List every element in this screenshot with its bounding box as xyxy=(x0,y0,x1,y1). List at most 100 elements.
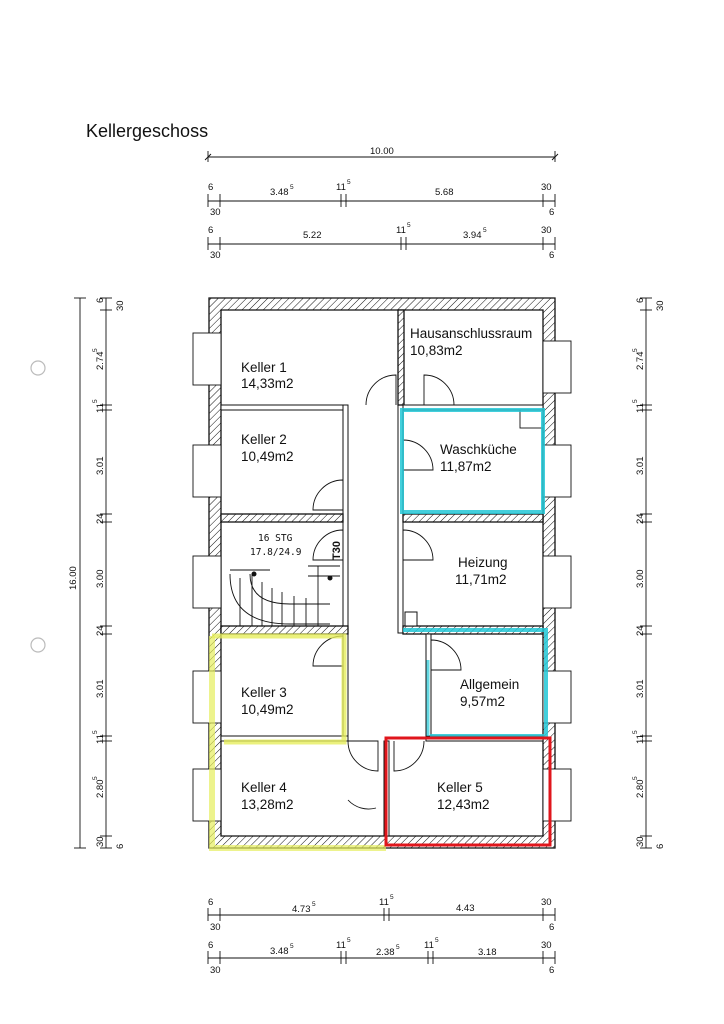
page-title: Kellergeschoss xyxy=(86,121,208,141)
svg-text:6: 6 xyxy=(208,225,213,236)
svg-text:6: 6 xyxy=(549,965,554,976)
windows xyxy=(192,332,572,822)
room-waschkueche-name: Waschküche xyxy=(440,442,517,457)
svg-text:5: 5 xyxy=(396,944,400,951)
svg-text:3.01: 3.01 xyxy=(635,680,646,699)
svg-text:30: 30 xyxy=(541,897,552,908)
svg-text:3.01: 3.01 xyxy=(95,680,106,699)
svg-text:3.48: 3.48 xyxy=(270,946,289,957)
room-keller3-area: 10,49m2 xyxy=(241,702,294,717)
svg-text:30: 30 xyxy=(210,965,221,976)
svg-text:5: 5 xyxy=(483,227,487,234)
stair-ratio-label: 17.8/24.9 xyxy=(250,547,302,558)
dim-total-depth: 16.00 xyxy=(68,566,79,590)
room-waschkueche-area: 11,87m2 xyxy=(440,459,492,474)
svg-text:3.01: 3.01 xyxy=(635,457,646,476)
svg-text:30: 30 xyxy=(210,207,221,218)
svg-text:11: 11 xyxy=(396,225,406,236)
room-allgemein-area: 9,57m2 xyxy=(460,694,505,709)
svg-text:3.48: 3.48 xyxy=(270,187,289,198)
highlight-marks xyxy=(209,408,552,851)
room-keller1-area: 14,33m2 xyxy=(241,376,294,391)
svg-text:5: 5 xyxy=(347,937,351,944)
svg-text:5: 5 xyxy=(290,943,294,950)
svg-text:2.38: 2.38 xyxy=(376,947,395,958)
svg-text:6: 6 xyxy=(655,844,666,849)
room-hausanschluss-name: Hausanschlussraum xyxy=(410,326,532,341)
svg-text:24: 24 xyxy=(635,625,646,636)
svg-text:4.73: 4.73 xyxy=(292,904,311,915)
highlight-keller5 xyxy=(384,736,552,847)
room-keller2-name: Keller 2 xyxy=(241,432,287,447)
svg-text:24: 24 xyxy=(635,513,646,524)
room-allgemein-name: Allgemein xyxy=(460,677,519,692)
room-heizung-area: 11,71m2 xyxy=(455,572,507,587)
room-keller1-name: Keller 1 xyxy=(241,360,287,375)
room-keller3-name: Keller 3 xyxy=(241,685,287,700)
right-dimension-chain: 6 30 2.74 5 11 5 3.01 24 3.00 24 3.01 11… xyxy=(632,297,666,849)
svg-text:5: 5 xyxy=(435,937,439,944)
svg-text:6: 6 xyxy=(115,844,126,849)
left-dimension-chain: 16.00 6 30 2.74 5 11 5 3.01 24 3.00 24 3… xyxy=(68,297,126,849)
bottom-dimension-chain: 6 4.73 5 11 5 4.43 30 30 6 6 3.48 5 11 5… xyxy=(207,894,556,976)
room-keller5-name: Keller 5 xyxy=(437,780,483,795)
binder-hole-bottom xyxy=(30,637,46,653)
svg-text:30: 30 xyxy=(541,182,552,193)
svg-text:3.00: 3.00 xyxy=(635,570,646,589)
svg-text:5: 5 xyxy=(92,348,99,352)
svg-text:5: 5 xyxy=(92,399,99,403)
svg-text:11: 11 xyxy=(95,734,106,744)
svg-text:11: 11 xyxy=(336,182,346,193)
svg-text:11: 11 xyxy=(95,403,106,413)
room-keller4-area: 13,28m2 xyxy=(241,797,294,812)
svg-text:30: 30 xyxy=(210,922,221,933)
svg-text:5: 5 xyxy=(632,348,639,352)
svg-text:30: 30 xyxy=(95,836,106,847)
svg-text:6: 6 xyxy=(208,940,213,951)
room-keller5-area: 12,43m2 xyxy=(437,797,490,812)
svg-text:5: 5 xyxy=(407,222,411,229)
svg-text:3.00: 3.00 xyxy=(95,570,106,589)
top-dimension-chain: 10.00 6 3.48 5 11 5 5.68 30 30 6 6 5.22 … xyxy=(204,146,559,261)
staircase: 16 STG 17.8/24.9 T30 xyxy=(229,533,343,626)
svg-text:11: 11 xyxy=(424,940,434,951)
dim-total-width: 10.00 xyxy=(370,146,394,157)
fire-door-rating: T30 xyxy=(331,541,343,560)
svg-text:11: 11 xyxy=(336,940,346,951)
svg-text:6: 6 xyxy=(95,298,106,303)
svg-text:30: 30 xyxy=(541,225,552,236)
svg-text:24: 24 xyxy=(95,513,106,524)
svg-text:5: 5 xyxy=(92,730,99,734)
svg-text:2.74: 2.74 xyxy=(635,352,646,371)
svg-text:5.22: 5.22 xyxy=(303,230,322,241)
doors xyxy=(312,374,544,810)
room-keller2-area: 10,49m2 xyxy=(241,449,294,464)
svg-text:3.94: 3.94 xyxy=(463,230,482,241)
room-keller4-name: Keller 4 xyxy=(241,780,287,795)
svg-text:30: 30 xyxy=(210,250,221,261)
svg-text:30: 30 xyxy=(541,940,552,951)
stair-steps-label: 16 STG xyxy=(258,533,293,544)
svg-text:2.80: 2.80 xyxy=(95,780,106,799)
svg-text:2.74: 2.74 xyxy=(95,352,106,371)
svg-text:6: 6 xyxy=(549,250,554,261)
svg-text:2.80: 2.80 xyxy=(635,780,646,799)
room-heizung-name: Heizung xyxy=(458,555,508,570)
svg-text:6: 6 xyxy=(549,922,554,933)
svg-text:30: 30 xyxy=(655,300,666,311)
svg-text:6: 6 xyxy=(549,207,554,218)
svg-text:5: 5 xyxy=(92,776,99,780)
svg-text:5: 5 xyxy=(312,901,316,908)
svg-text:5: 5 xyxy=(632,399,639,403)
svg-text:11: 11 xyxy=(635,734,646,744)
room-hausanschluss-area: 10,83m2 xyxy=(410,343,463,358)
svg-text:30: 30 xyxy=(635,836,646,847)
svg-text:6: 6 xyxy=(208,897,213,908)
room-labels: Keller 1 14,33m2 Hausanschlussraum 10,83… xyxy=(241,326,532,812)
svg-text:5: 5 xyxy=(290,184,294,191)
svg-text:4.43: 4.43 xyxy=(456,903,475,914)
svg-text:5: 5 xyxy=(632,776,639,780)
svg-text:11: 11 xyxy=(635,403,646,413)
binder-hole-top xyxy=(30,360,46,376)
